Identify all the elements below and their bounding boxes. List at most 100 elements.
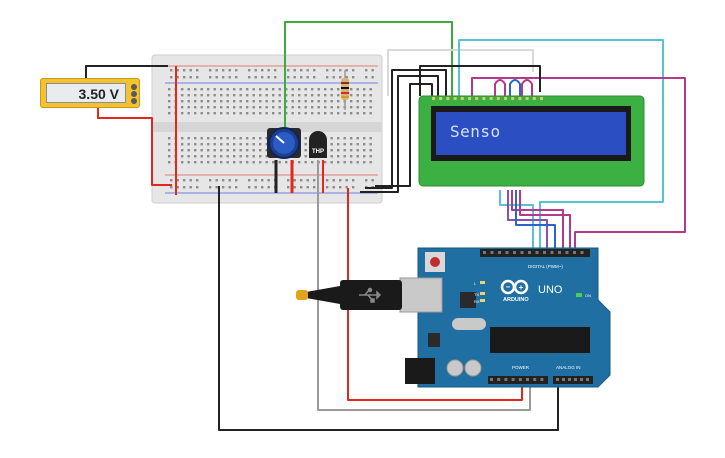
hole[interactable] (504, 378, 508, 381)
hole[interactable] (330, 88, 333, 91)
hole[interactable] (505, 251, 509, 254)
hole[interactable] (265, 106, 268, 109)
hole[interactable] (363, 161, 366, 164)
hole[interactable] (265, 94, 268, 97)
hole[interactable] (285, 112, 288, 115)
hole[interactable] (453, 97, 457, 100)
hole[interactable] (330, 112, 333, 115)
hole[interactable] (365, 179, 368, 182)
hole[interactable] (350, 155, 353, 158)
hole[interactable] (369, 155, 372, 158)
hole[interactable] (535, 251, 539, 254)
hole[interactable] (337, 88, 340, 91)
hole[interactable] (371, 69, 374, 72)
hole[interactable] (460, 97, 464, 100)
hole[interactable] (356, 149, 359, 152)
hole[interactable] (365, 69, 368, 72)
hole[interactable] (343, 155, 346, 158)
hole[interactable] (209, 186, 212, 189)
hole[interactable] (252, 106, 255, 109)
hole[interactable] (265, 100, 268, 103)
hole[interactable] (291, 112, 294, 115)
hole[interactable] (332, 186, 335, 189)
hole[interactable] (209, 179, 212, 182)
hole[interactable] (343, 143, 346, 146)
hole[interactable] (235, 76, 238, 79)
hole[interactable] (226, 161, 229, 164)
potentiometer[interactable] (267, 127, 301, 159)
hole[interactable] (246, 112, 249, 115)
hole[interactable] (228, 76, 231, 79)
hole[interactable] (233, 106, 236, 109)
hole[interactable] (196, 76, 199, 79)
hole[interactable] (532, 97, 536, 100)
hole[interactable] (222, 186, 225, 189)
temperature-sensor[interactable]: THP (309, 131, 327, 158)
hole[interactable] (304, 137, 307, 140)
hole[interactable] (350, 112, 353, 115)
hole[interactable] (369, 137, 372, 140)
hole[interactable] (228, 179, 231, 182)
hole[interactable] (313, 76, 316, 79)
hole[interactable] (363, 137, 366, 140)
hole[interactable] (181, 94, 184, 97)
hole[interactable] (235, 179, 238, 182)
hole[interactable] (259, 143, 262, 146)
hole[interactable] (574, 378, 577, 381)
hole[interactable] (207, 100, 210, 103)
hole[interactable] (187, 88, 190, 91)
hole[interactable] (511, 378, 515, 381)
hole[interactable] (565, 251, 569, 254)
hole[interactable] (350, 149, 353, 152)
power-jack[interactable] (405, 358, 435, 384)
hole[interactable] (326, 186, 329, 189)
hole[interactable] (272, 161, 275, 164)
hole[interactable] (170, 179, 173, 182)
hole[interactable] (317, 94, 320, 97)
hole[interactable] (168, 94, 171, 97)
hole[interactable] (187, 112, 190, 115)
hole[interactable] (259, 161, 262, 164)
hole[interactable] (291, 106, 294, 109)
hole[interactable] (324, 112, 327, 115)
hole[interactable] (181, 88, 184, 91)
hole[interactable] (213, 143, 216, 146)
hole[interactable] (298, 100, 301, 103)
hole[interactable] (293, 179, 296, 182)
hole[interactable] (285, 94, 288, 97)
hole[interactable] (337, 143, 340, 146)
hole[interactable] (222, 76, 225, 79)
hole[interactable] (330, 149, 333, 152)
hole[interactable] (259, 94, 262, 97)
hole[interactable] (196, 69, 199, 72)
power-header[interactable] (488, 376, 548, 384)
digital-header[interactable] (480, 249, 590, 257)
hole[interactable] (356, 143, 359, 146)
hole[interactable] (369, 143, 372, 146)
hole[interactable] (311, 88, 314, 91)
hole[interactable] (306, 186, 309, 189)
hole[interactable] (369, 161, 372, 164)
hole[interactable] (189, 186, 192, 189)
hole[interactable] (356, 112, 359, 115)
hole[interactable] (330, 143, 333, 146)
hole[interactable] (311, 112, 314, 115)
hole[interactable] (313, 186, 316, 189)
hole[interactable] (246, 106, 249, 109)
hole[interactable] (200, 137, 203, 140)
hole[interactable] (490, 378, 493, 381)
hole[interactable] (520, 251, 524, 254)
hole[interactable] (207, 155, 210, 158)
hole[interactable] (369, 149, 372, 152)
hole[interactable] (207, 161, 210, 164)
hole[interactable] (339, 179, 342, 182)
hole[interactable] (287, 69, 290, 72)
hole[interactable] (345, 69, 348, 72)
hole[interactable] (259, 149, 262, 152)
multimeter-terminal-icon[interactable] (131, 98, 137, 104)
hole[interactable] (246, 155, 249, 158)
hole[interactable] (369, 100, 372, 103)
hole[interactable] (326, 69, 329, 72)
hole[interactable] (363, 112, 366, 115)
hole[interactable] (300, 69, 303, 72)
